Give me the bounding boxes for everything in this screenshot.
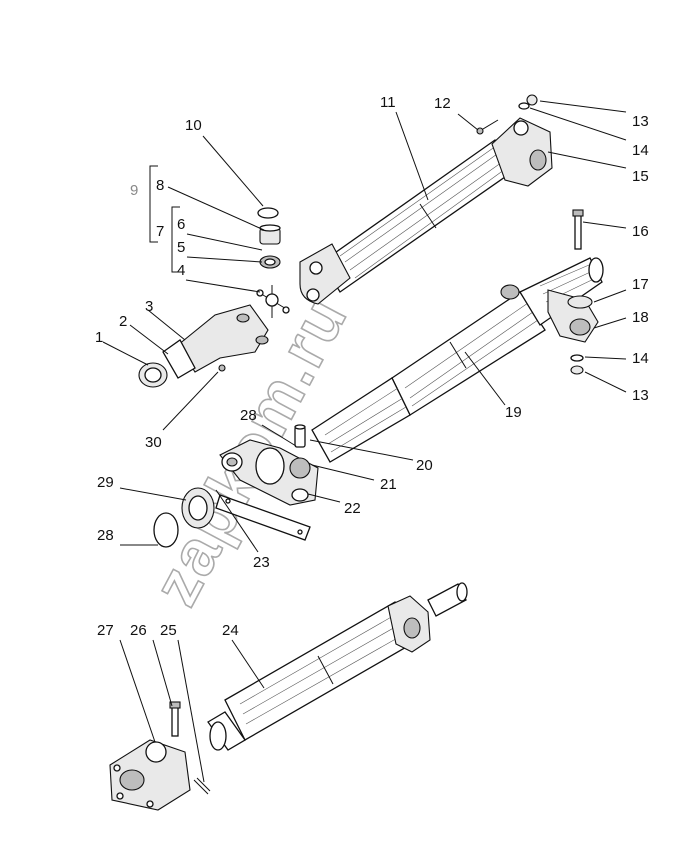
fasteners-upper-right — [476, 94, 593, 375]
callout-17: 17 — [632, 276, 649, 293]
propeller-shaft-lower — [207, 582, 468, 751]
group-brackets — [149, 165, 180, 273]
callout-2: 2 — [119, 313, 127, 330]
callout-8: 8 — [156, 177, 164, 194]
callout-14b: 14 — [632, 350, 649, 367]
callout-22: 22 — [344, 500, 361, 517]
callout-7: 7 — [156, 223, 164, 240]
flange-yoke — [109, 739, 191, 811]
callout-12: 12 — [434, 95, 451, 112]
callout-3: 3 — [145, 298, 153, 315]
callout-28b: 28 — [97, 527, 114, 544]
callout-14a: 14 — [632, 142, 649, 159]
propeller-shaft-middle — [311, 257, 604, 463]
callout-10: 10 — [185, 117, 202, 134]
intermediate-support — [153, 424, 319, 548]
callout-6: 6 — [177, 216, 185, 233]
callout-18: 18 — [632, 309, 649, 326]
leader-lines — [102, 100, 627, 783]
callout-16: 16 — [632, 223, 649, 240]
universal-joint-cluster — [138, 207, 290, 388]
callout-23: 23 — [253, 554, 270, 571]
cross-spider — [256, 285, 290, 318]
callout-11: 11 — [380, 94, 396, 111]
callout-24: 24 — [222, 622, 239, 639]
callout-9: 9 — [130, 182, 138, 199]
callout-27: 27 — [97, 622, 114, 639]
propeller-shaft-upper — [299, 117, 553, 305]
callout-1: 1 — [95, 329, 103, 346]
callout-26: 26 — [130, 622, 147, 639]
bolt — [169, 701, 181, 737]
callout-28a: 28 — [240, 407, 257, 424]
callout-4: 4 — [177, 262, 185, 279]
callout-29: 29 — [97, 474, 114, 491]
callout-13a: 13 — [632, 113, 649, 130]
callout-13b: 13 — [632, 387, 649, 404]
callout-numbers: 1 2 3 4 5 6 7 8 9 10 11 12 13 14 15 16 1… — [95, 94, 649, 639]
callout-25: 25 — [160, 622, 177, 639]
callout-15: 15 — [632, 168, 649, 185]
callout-19: 19 — [505, 404, 522, 421]
cotter-pin — [193, 777, 211, 795]
callout-21: 21 — [380, 476, 397, 493]
callout-30: 30 — [145, 434, 162, 451]
callout-20: 20 — [416, 457, 433, 474]
callout-5: 5 — [177, 239, 185, 256]
